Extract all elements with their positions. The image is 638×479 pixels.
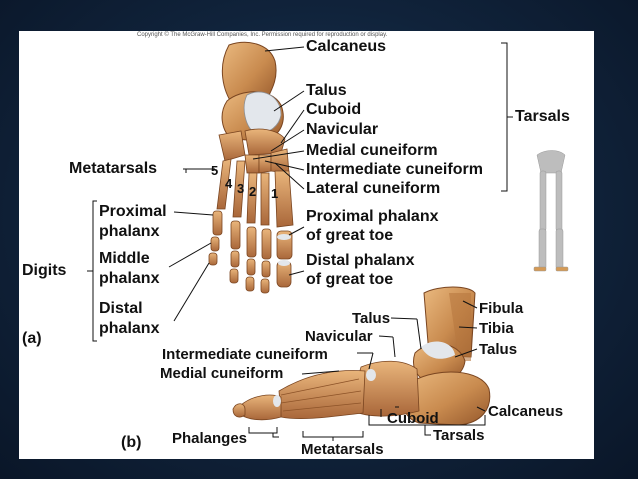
metatarsal-number-2: 2 — [249, 184, 257, 199]
label-calcaneus: Calcaneus — [306, 38, 387, 55]
foot-illustration — [87, 41, 569, 441]
metatarsal-number-1: 1 — [271, 186, 279, 201]
label-middle-phalanx-line2: phalanx — [99, 270, 160, 287]
label-proximal-phalanx-great-toe-line1: Proximal phalanx — [306, 208, 439, 225]
label-b-phalanges: Phalanges — [172, 430, 248, 447]
label-distal-phalanx-line2: phalanx — [99, 320, 160, 337]
metatarsal-number-3: 3 — [237, 181, 245, 196]
label-b-talus: Talus — [352, 310, 391, 327]
label-lateral-cuneiform: Lateral cuneiform — [306, 180, 441, 197]
leader-lines-b — [248, 300, 486, 441]
label-cuboid: Cuboid — [306, 101, 362, 118]
label-b-calcaneus: Calcaneus — [488, 403, 564, 420]
label-distal-phalanx-line1: Distal — [99, 300, 143, 317]
label-b-tarsals: Tarsals — [433, 427, 485, 444]
label-distal-phalanx-great-toe-line1: Distal phalanx — [306, 252, 415, 269]
label-proximal-phalanx-line1: Proximal — [99, 203, 167, 220]
foot-dorsal-view — [208, 41, 294, 294]
figure-panel: Copyright © The McGraw-Hill Companies, I… — [19, 31, 594, 459]
label-b-cuboid: Cuboid — [387, 410, 439, 427]
label-b-metatarsals: Metatarsals — [301, 441, 384, 458]
label-b-tibia: Tibia — [479, 320, 514, 337]
label-b-navicular: Navicular — [305, 328, 373, 345]
label-middle-phalanx-line1: Middle — [99, 250, 150, 267]
label-panel-a: (a) — [22, 330, 42, 347]
copyright-notice: Copyright © The McGraw-Hill Companies, I… — [137, 32, 388, 38]
label-b-intermediate-cuneiform: Intermediate cuneiform — [162, 346, 328, 363]
label-panel-b: (b) — [121, 434, 142, 451]
label-proximal-phalanx-great-toe-line2: of great toe — [306, 227, 394, 244]
label-b-medial-cuneiform: Medial cuneiform — [160, 365, 284, 382]
label-navicular: Navicular — [306, 121, 379, 138]
label-tarsals: Tarsals — [515, 108, 570, 125]
foot-lateral-view — [232, 286, 491, 426]
label-proximal-phalanx-line2: phalanx — [99, 223, 160, 240]
label-b-talus-right: Talus — [479, 341, 518, 358]
label-digits: Digits — [22, 262, 67, 279]
label-talus: Talus — [306, 82, 347, 99]
metatarsal-number-5: 5 — [211, 163, 219, 178]
leader-lines-a — [87, 42, 513, 342]
label-intermediate-cuneiform: Intermediate cuneiform — [306, 161, 483, 178]
label-medial-cuneiform: Medial cuneiform — [306, 142, 438, 159]
label-distal-phalanx-great-toe-line2: of great toe — [306, 271, 394, 288]
label-metatarsals: Metatarsals — [69, 160, 158, 177]
label-b-fibula: Fibula — [479, 300, 524, 317]
metatarsal-number-4: 4 — [225, 176, 233, 191]
skeleton-thumbnail-icon — [533, 150, 569, 272]
